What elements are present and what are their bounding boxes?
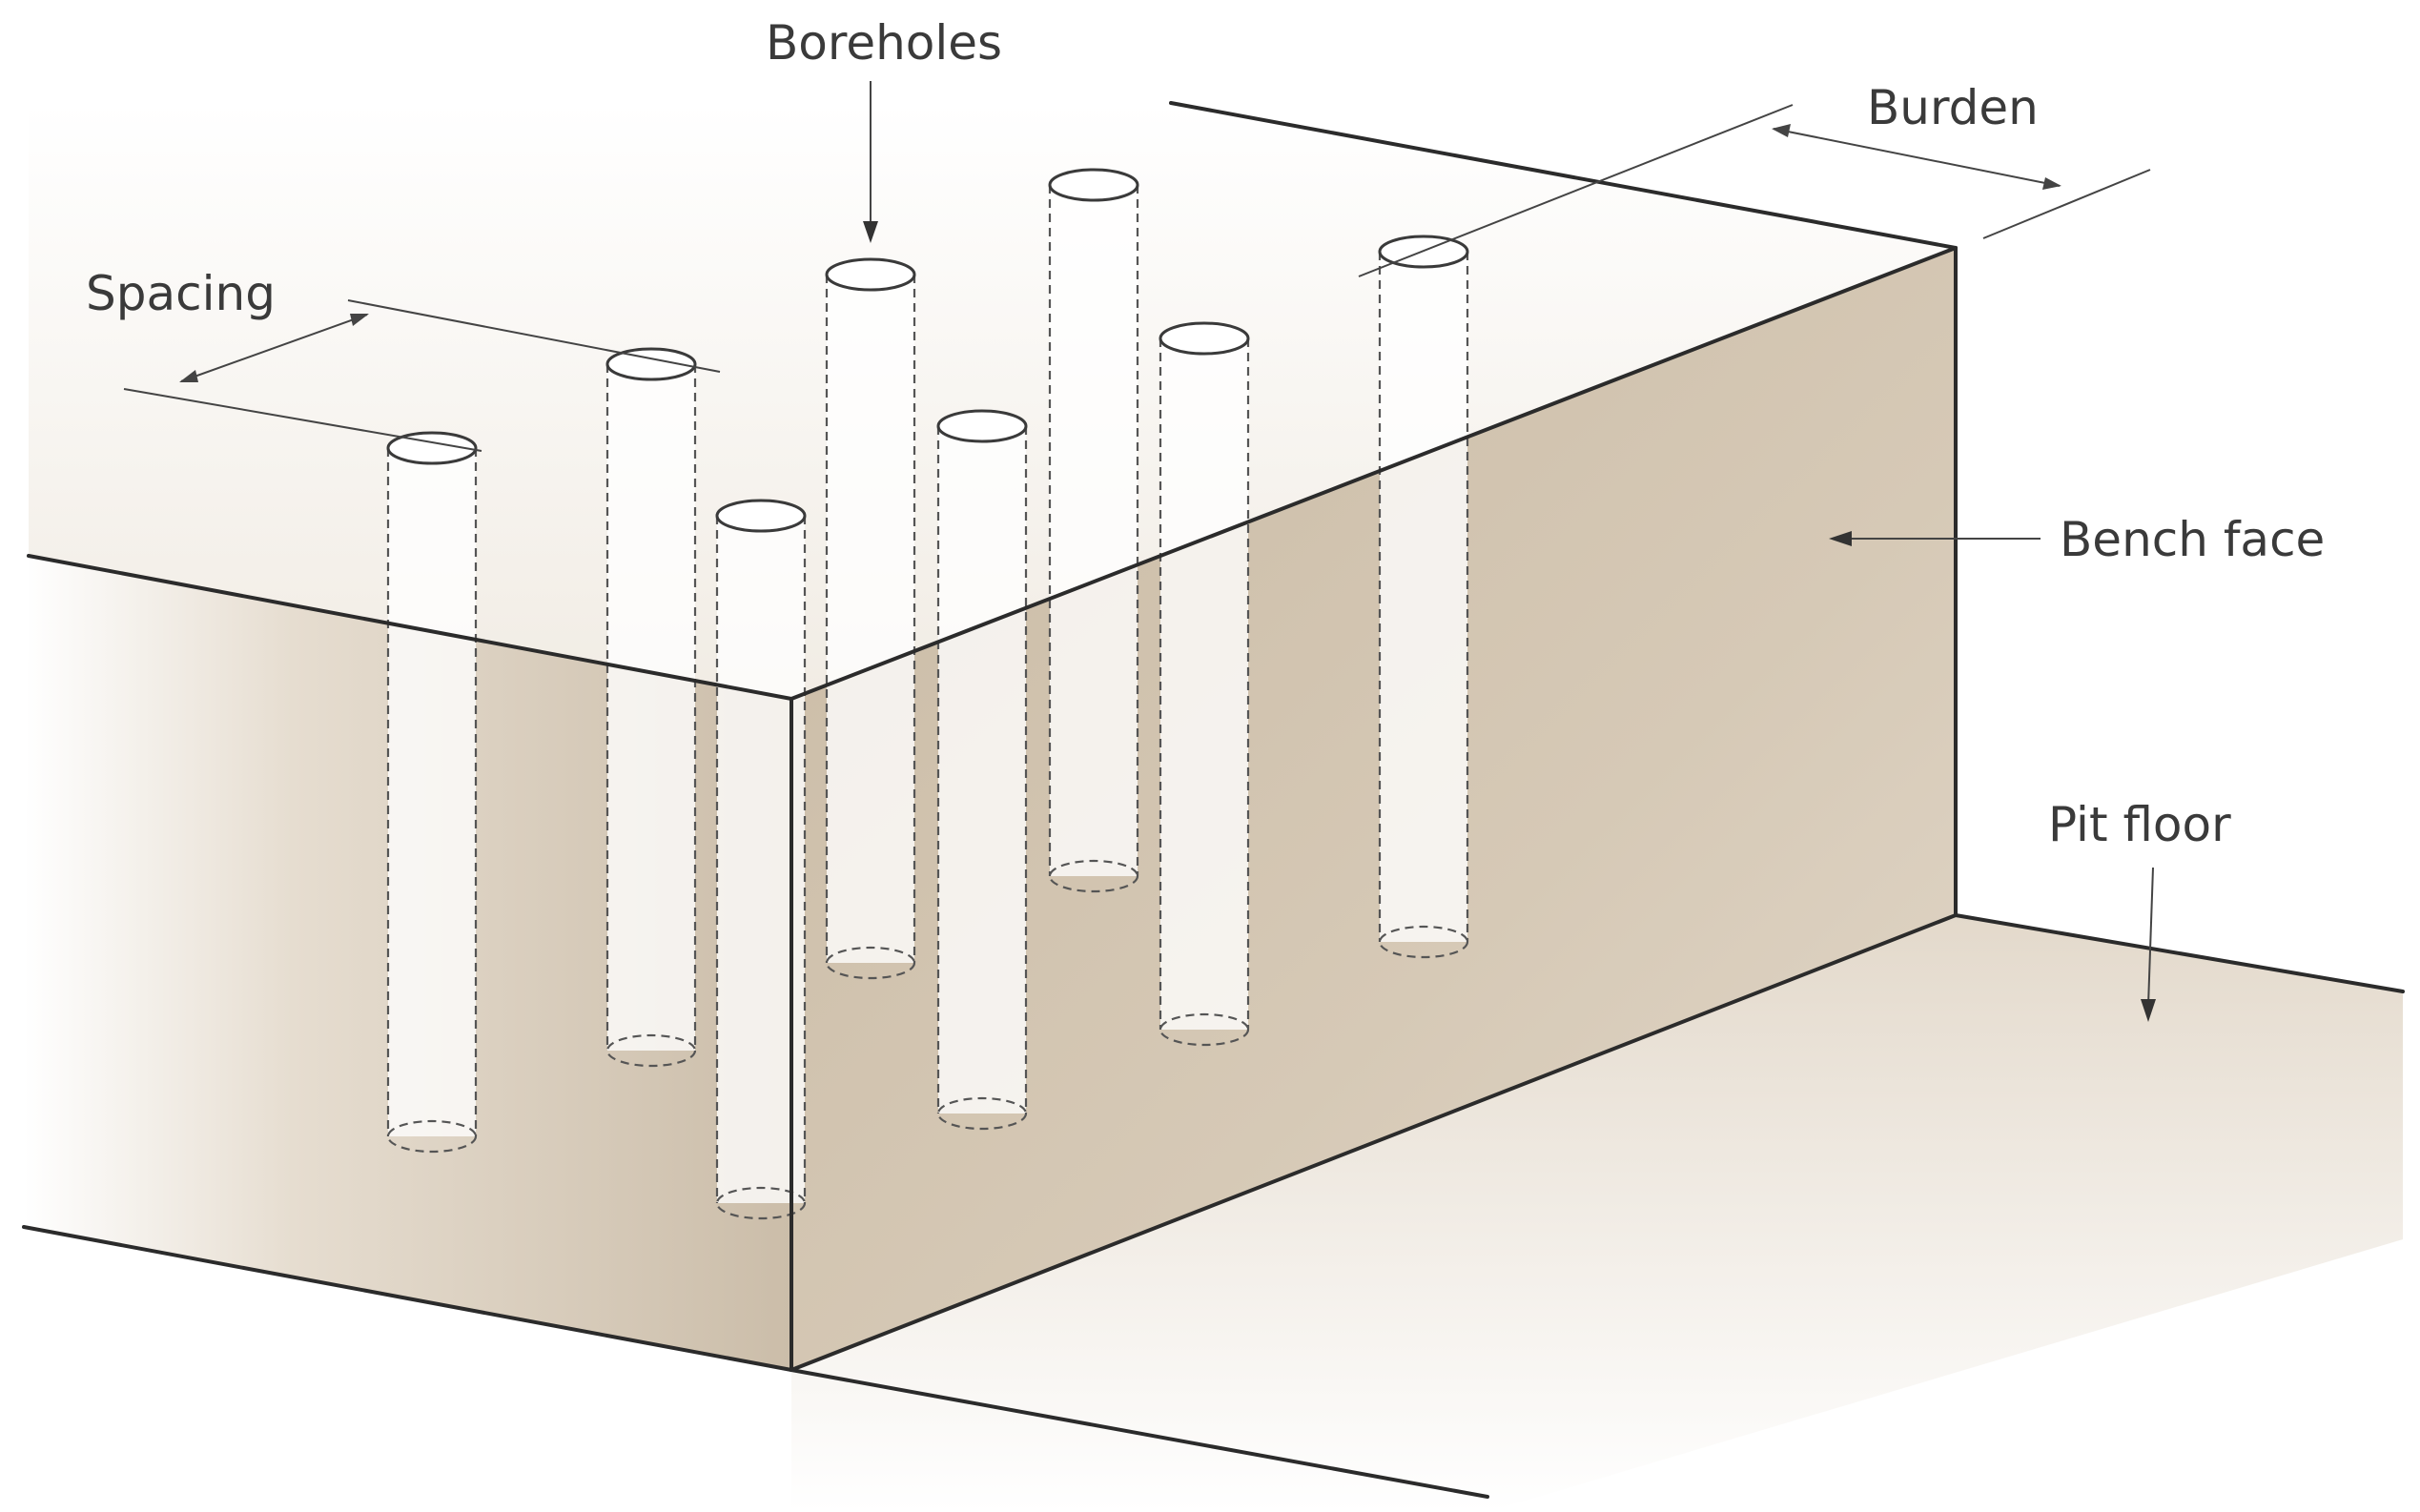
borehole — [605, 347, 697, 1068]
pit-floor-label: Pit floor — [2048, 797, 2231, 852]
borehole-body — [938, 426, 1026, 1114]
burden-dimension — [1358, 104, 2151, 277]
borehole-collar — [1048, 168, 1139, 202]
spacing-dimension — [123, 299, 721, 452]
borehole-collar — [715, 499, 807, 533]
boreholes-label: Boreholes — [766, 15, 1002, 71]
spacing-label: Spacing — [86, 266, 276, 321]
borehole-collar — [1159, 321, 1250, 356]
burden-arrow-line — [1773, 128, 2061, 187]
bench-edges — [22, 101, 2405, 1499]
leader-arrows — [863, 81, 2156, 1022]
borehole-body — [1160, 338, 1248, 1030]
borehole-body — [1050, 185, 1138, 876]
boreholes-arrowhead — [863, 221, 878, 243]
bench-top-surface — [29, 103, 1956, 699]
borehole — [386, 431, 478, 1154]
borehole-collar — [825, 257, 916, 292]
borehole — [936, 409, 1028, 1131]
borehole — [1159, 321, 1250, 1047]
bench-face-surface — [791, 248, 1956, 1370]
pit-floor-arrowhead — [2141, 999, 2156, 1022]
borehole-body — [1380, 252, 1467, 942]
pit-floor-surface — [791, 915, 2403, 1512]
borehole-body — [388, 448, 476, 1136]
spacing-arrow-line — [180, 314, 368, 382]
bench-face-arrowhead — [1829, 531, 1852, 546]
borehole — [1378, 235, 1469, 959]
borehole-body — [607, 364, 695, 1051]
bench-face-label: Bench face — [2060, 512, 2325, 567]
borehole-collar — [936, 409, 1028, 443]
borehole-bottom — [605, 1033, 697, 1068]
borehole-collar — [605, 347, 697, 381]
borehole-collar — [386, 431, 478, 465]
borehole — [825, 257, 916, 980]
burden-label: Burden — [1867, 80, 2039, 135]
borehole — [1048, 168, 1139, 893]
boreholes-group — [386, 168, 1469, 1220]
borehole-body — [827, 275, 914, 963]
